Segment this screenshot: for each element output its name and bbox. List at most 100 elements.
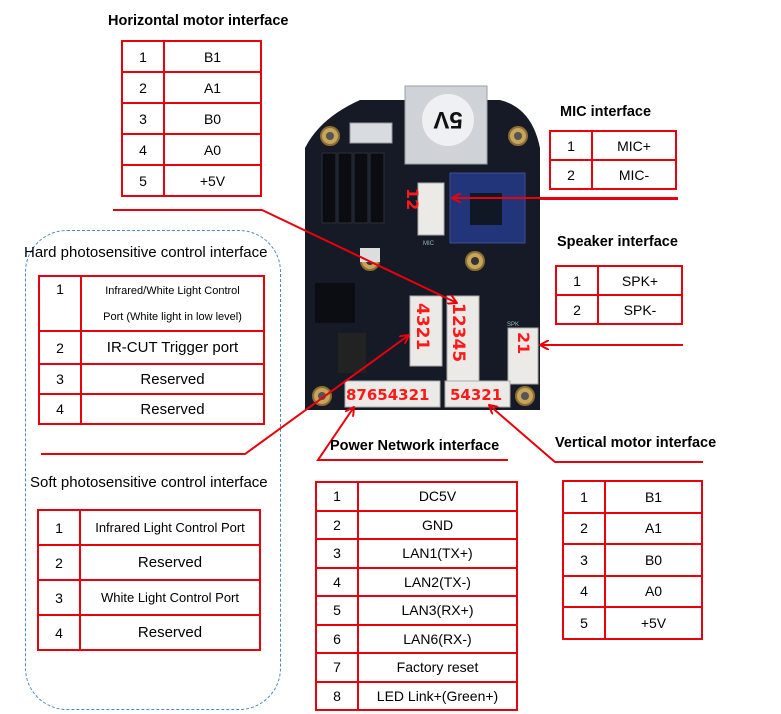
pin-number: 8 xyxy=(315,680,359,711)
pin-number: 1 xyxy=(315,481,359,512)
pin-signal: SPK+ xyxy=(597,265,683,296)
pin-signal: GND xyxy=(357,509,518,540)
pin-number: 2 xyxy=(315,509,359,540)
hmotor-leader xyxy=(113,209,457,303)
pin-number: 7 xyxy=(315,652,359,683)
pin-signal: B0 xyxy=(163,102,262,135)
pin-signal: Factory reset xyxy=(357,652,518,683)
pin-number: 3 xyxy=(37,579,81,616)
vmotor-leader xyxy=(489,405,703,463)
pin-signal: Reserved xyxy=(79,544,261,581)
sd-sticker xyxy=(422,94,474,146)
vmotor-connector-label: 54321 xyxy=(450,386,503,404)
pin-row: 5+5V xyxy=(121,164,262,197)
pin-number: 4 xyxy=(562,574,606,608)
hard-photo-title: Hard photosensitive control interface xyxy=(24,244,268,261)
pin-number: 1 xyxy=(549,130,593,161)
pin-number: 2 xyxy=(562,511,606,545)
soft-photo-title: Soft photosensitive control interface xyxy=(30,474,268,491)
pin-signal: Reserved xyxy=(79,614,261,651)
heatsink xyxy=(321,152,385,224)
pin-signal: A0 xyxy=(163,133,262,166)
pin-number: 2 xyxy=(555,294,599,325)
pin-signal: DC5V xyxy=(357,481,518,512)
photo-leader xyxy=(41,335,409,455)
pin-signal: White Light Control Port xyxy=(79,579,261,616)
pin-number: 1 xyxy=(38,275,82,332)
silk-spk: SPK xyxy=(507,322,519,328)
power-leader xyxy=(316,407,508,461)
pin-number: 2 xyxy=(549,159,593,190)
pin-number: 1 xyxy=(555,265,599,296)
pin-signal: LAN6(RX-) xyxy=(357,623,518,654)
pin-number: 3 xyxy=(121,102,165,135)
pin-signal: B0 xyxy=(604,543,703,577)
power-connector-label: 87654321 xyxy=(346,386,430,404)
pin-number: 1 xyxy=(562,480,606,514)
pin-signal-line: Port (White light in low level) xyxy=(103,310,242,323)
pin-number: 6 xyxy=(315,623,359,654)
pin-number: 1 xyxy=(37,509,81,546)
pin-number: 5 xyxy=(315,595,359,626)
pin-signal: Reserved xyxy=(80,393,265,425)
pin-number: 4 xyxy=(37,614,81,651)
pin-signal: +5V xyxy=(163,164,262,197)
pin-signal: LAN1(TX+) xyxy=(357,538,518,569)
pin-number: 3 xyxy=(315,538,359,569)
pin-signal: B1 xyxy=(604,480,703,514)
pin-number: 4 xyxy=(38,393,82,425)
pin-number: 4 xyxy=(121,133,165,166)
pin-signal: Reserved xyxy=(80,363,265,395)
pin-number: 2 xyxy=(37,544,81,581)
pin-signal: A1 xyxy=(163,71,262,104)
vertical-motor-title: Vertical motor interface xyxy=(555,435,717,451)
pin-number: 2 xyxy=(38,330,82,365)
connectors xyxy=(344,182,539,408)
pin-signal: MIC- xyxy=(591,159,677,190)
pin-signal: IR-CUT Trigger port xyxy=(80,330,265,365)
pin-signal: B1 xyxy=(163,40,262,73)
photosensitive-group-outline xyxy=(25,230,281,710)
pin-signal-line: Infrared/White Light Control xyxy=(105,284,240,297)
pin-signal: LAN2(TX-) xyxy=(357,566,518,597)
pin-row: 5+5V xyxy=(562,606,703,640)
power-network-title: Power Network interface xyxy=(330,438,500,454)
silk-mic: MIC xyxy=(423,241,435,247)
pin-number: 2 xyxy=(121,71,165,104)
pin-number: 4 xyxy=(315,566,359,597)
pin-number: 3 xyxy=(562,543,606,577)
pin-signal: MIC+ xyxy=(591,130,677,161)
speaker-title: Speaker interface xyxy=(557,234,678,250)
pcb-board-photo: 5V SPK MIC xyxy=(305,85,540,410)
